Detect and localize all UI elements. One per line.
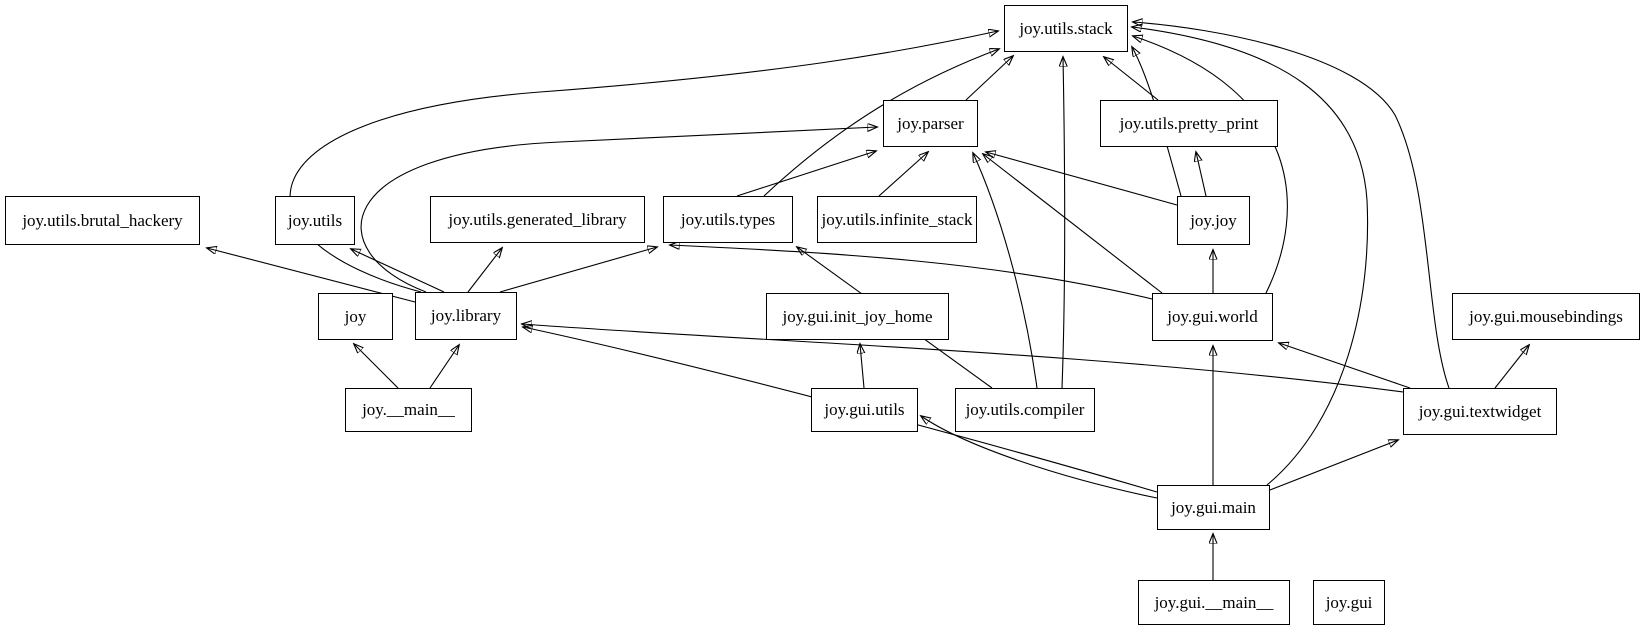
- node-label: joy.utils: [287, 210, 343, 230]
- node-joy-gui-main-main: joy.gui.__main__: [1138, 580, 1290, 625]
- edge-joy-library--joy-utils: [351, 249, 445, 293]
- node-label: joy.gui.world: [1167, 307, 1258, 326]
- node-joy-gui-mousebindings: joy.gui.mousebindings: [1452, 293, 1640, 340]
- node-label: joy.gui.__main__: [1154, 592, 1274, 612]
- node-label: joy.parser: [897, 113, 964, 133]
- edge-joy-gui-textwidget--joy-gui-mousebindings: [1494, 345, 1529, 389]
- node-label: joy.utils.stack: [1019, 18, 1113, 38]
- node-joy-gui-init-joy-home: joy.gui.init_joy_home: [766, 293, 949, 340]
- node-joy: joy: [318, 293, 393, 340]
- node-joy-gui-textwidget: joy.gui.textwidget: [1403, 388, 1557, 435]
- node-joy-main: joy.__main__: [345, 388, 472, 432]
- node-joy-gui-main: joy.gui.main: [1157, 485, 1270, 530]
- node-joy-gui-world: joy.gui.world: [1152, 293, 1273, 341]
- edge-joy-gui-world--joy-utils-stack: [1133, 36, 1288, 294]
- node-label: joy.utils.infinite_stack: [821, 209, 973, 229]
- edge-joy-main--joy-library: [429, 345, 459, 389]
- node-joy-library: joy.library: [415, 292, 517, 340]
- node-joy-utils-types: joy.utils.types: [663, 196, 793, 243]
- node-label: joy.__main__: [362, 400, 455, 419]
- edge-joy-gui-textwidget--joy-library: [522, 324, 1404, 393]
- node-joy-utils-generated-library: joy.utils.generated_library: [430, 196, 645, 243]
- edge-joy-utils-types--joy-parser: [736, 151, 876, 197]
- node-joy-utils-compiler: joy.utils.compiler: [955, 388, 1095, 432]
- node-label: joy.utils.compiler: [965, 400, 1085, 419]
- edge-joy-parser--joy-utils-stack: [965, 56, 1013, 101]
- node-label: joy.joy: [1190, 210, 1237, 230]
- node-joy-joy: joy.joy: [1177, 196, 1250, 245]
- node-joy-utils: joy.utils: [275, 196, 355, 245]
- node-joy-utils-pretty-print: joy.utils.pretty_print: [1100, 100, 1278, 147]
- edge-joy-library--joy-utils-generated-library: [467, 248, 502, 293]
- edge-joy-gui-main--joy-gui-textwidget: [1269, 440, 1398, 491]
- edge-joy-utils-pretty-print--joy-utils-stack: [1104, 57, 1159, 101]
- edge-joy-library--joy-utils-stack: [289, 31, 998, 293]
- edge-joy-gui-main--joy-gui-utils: [921, 416, 1158, 499]
- edge-joy-library--joy-parser: [360, 127, 877, 293]
- edge-joy-gui-textwidget--joy-gui-world: [1279, 343, 1411, 389]
- edge-joy-main--joy: [354, 344, 399, 389]
- node-joy-parser: joy.parser: [883, 100, 978, 147]
- node-label: joy.gui.mousebindings: [1469, 306, 1623, 326]
- node-label: joy.utils.types: [680, 209, 776, 229]
- node-label: joy.gui.main: [1171, 497, 1256, 517]
- edge-joy-gui-textwidget--joy-utils-stack: [1133, 22, 1450, 389]
- node-joy-utils-brutal-hackery: joy.utils.brutal_hackery: [5, 196, 200, 245]
- node-label: joy.gui.init_joy_home: [782, 306, 933, 326]
- edge-joy-library--joy-utils-types: [499, 247, 657, 293]
- edge-joy-gui-world--joy-utils-types: [670, 245, 1153, 300]
- node-label: joy.library: [430, 306, 502, 325]
- node-label: joy.utils.brutal_hackery: [22, 210, 183, 230]
- edge-joy-gui-main--joy-utils-stack: [1132, 27, 1369, 486]
- node-label: joy.gui: [1325, 592, 1373, 612]
- node-label: joy.utils.pretty_print: [1119, 113, 1259, 133]
- node-joy-utils-infinite-stack: joy.utils.infinite_stack: [817, 196, 977, 243]
- edge-joy-utils-infinite-stack--joy-parser: [878, 152, 928, 197]
- node-joy-gui: joy.gui: [1313, 580, 1385, 625]
- edge-joy-utils-compiler--joy-utils-stack: [1062, 57, 1065, 389]
- edge-joy-gui-world--joy-parser: [983, 154, 1163, 294]
- node-label: joy.gui.utils: [824, 400, 905, 419]
- node-joy-utils-stack: joy.utils.stack: [1004, 5, 1128, 52]
- node-joy-gui-utils: joy.gui.utils: [811, 388, 918, 432]
- node-label: joy: [344, 306, 367, 326]
- edge-joy-gui-utils--joy-gui-init-joy-home: [860, 344, 864, 389]
- edge-joy-joy--joy-utils-pretty-print: [1196, 152, 1207, 197]
- edge-joy-utils-compiler--joy-parser: [973, 153, 1038, 389]
- node-label: joy.gui.textwidget: [1418, 401, 1542, 421]
- edge-joy-joy--joy-parser: [986, 152, 1178, 206]
- node-label: joy.utils.generated_library: [448, 209, 627, 229]
